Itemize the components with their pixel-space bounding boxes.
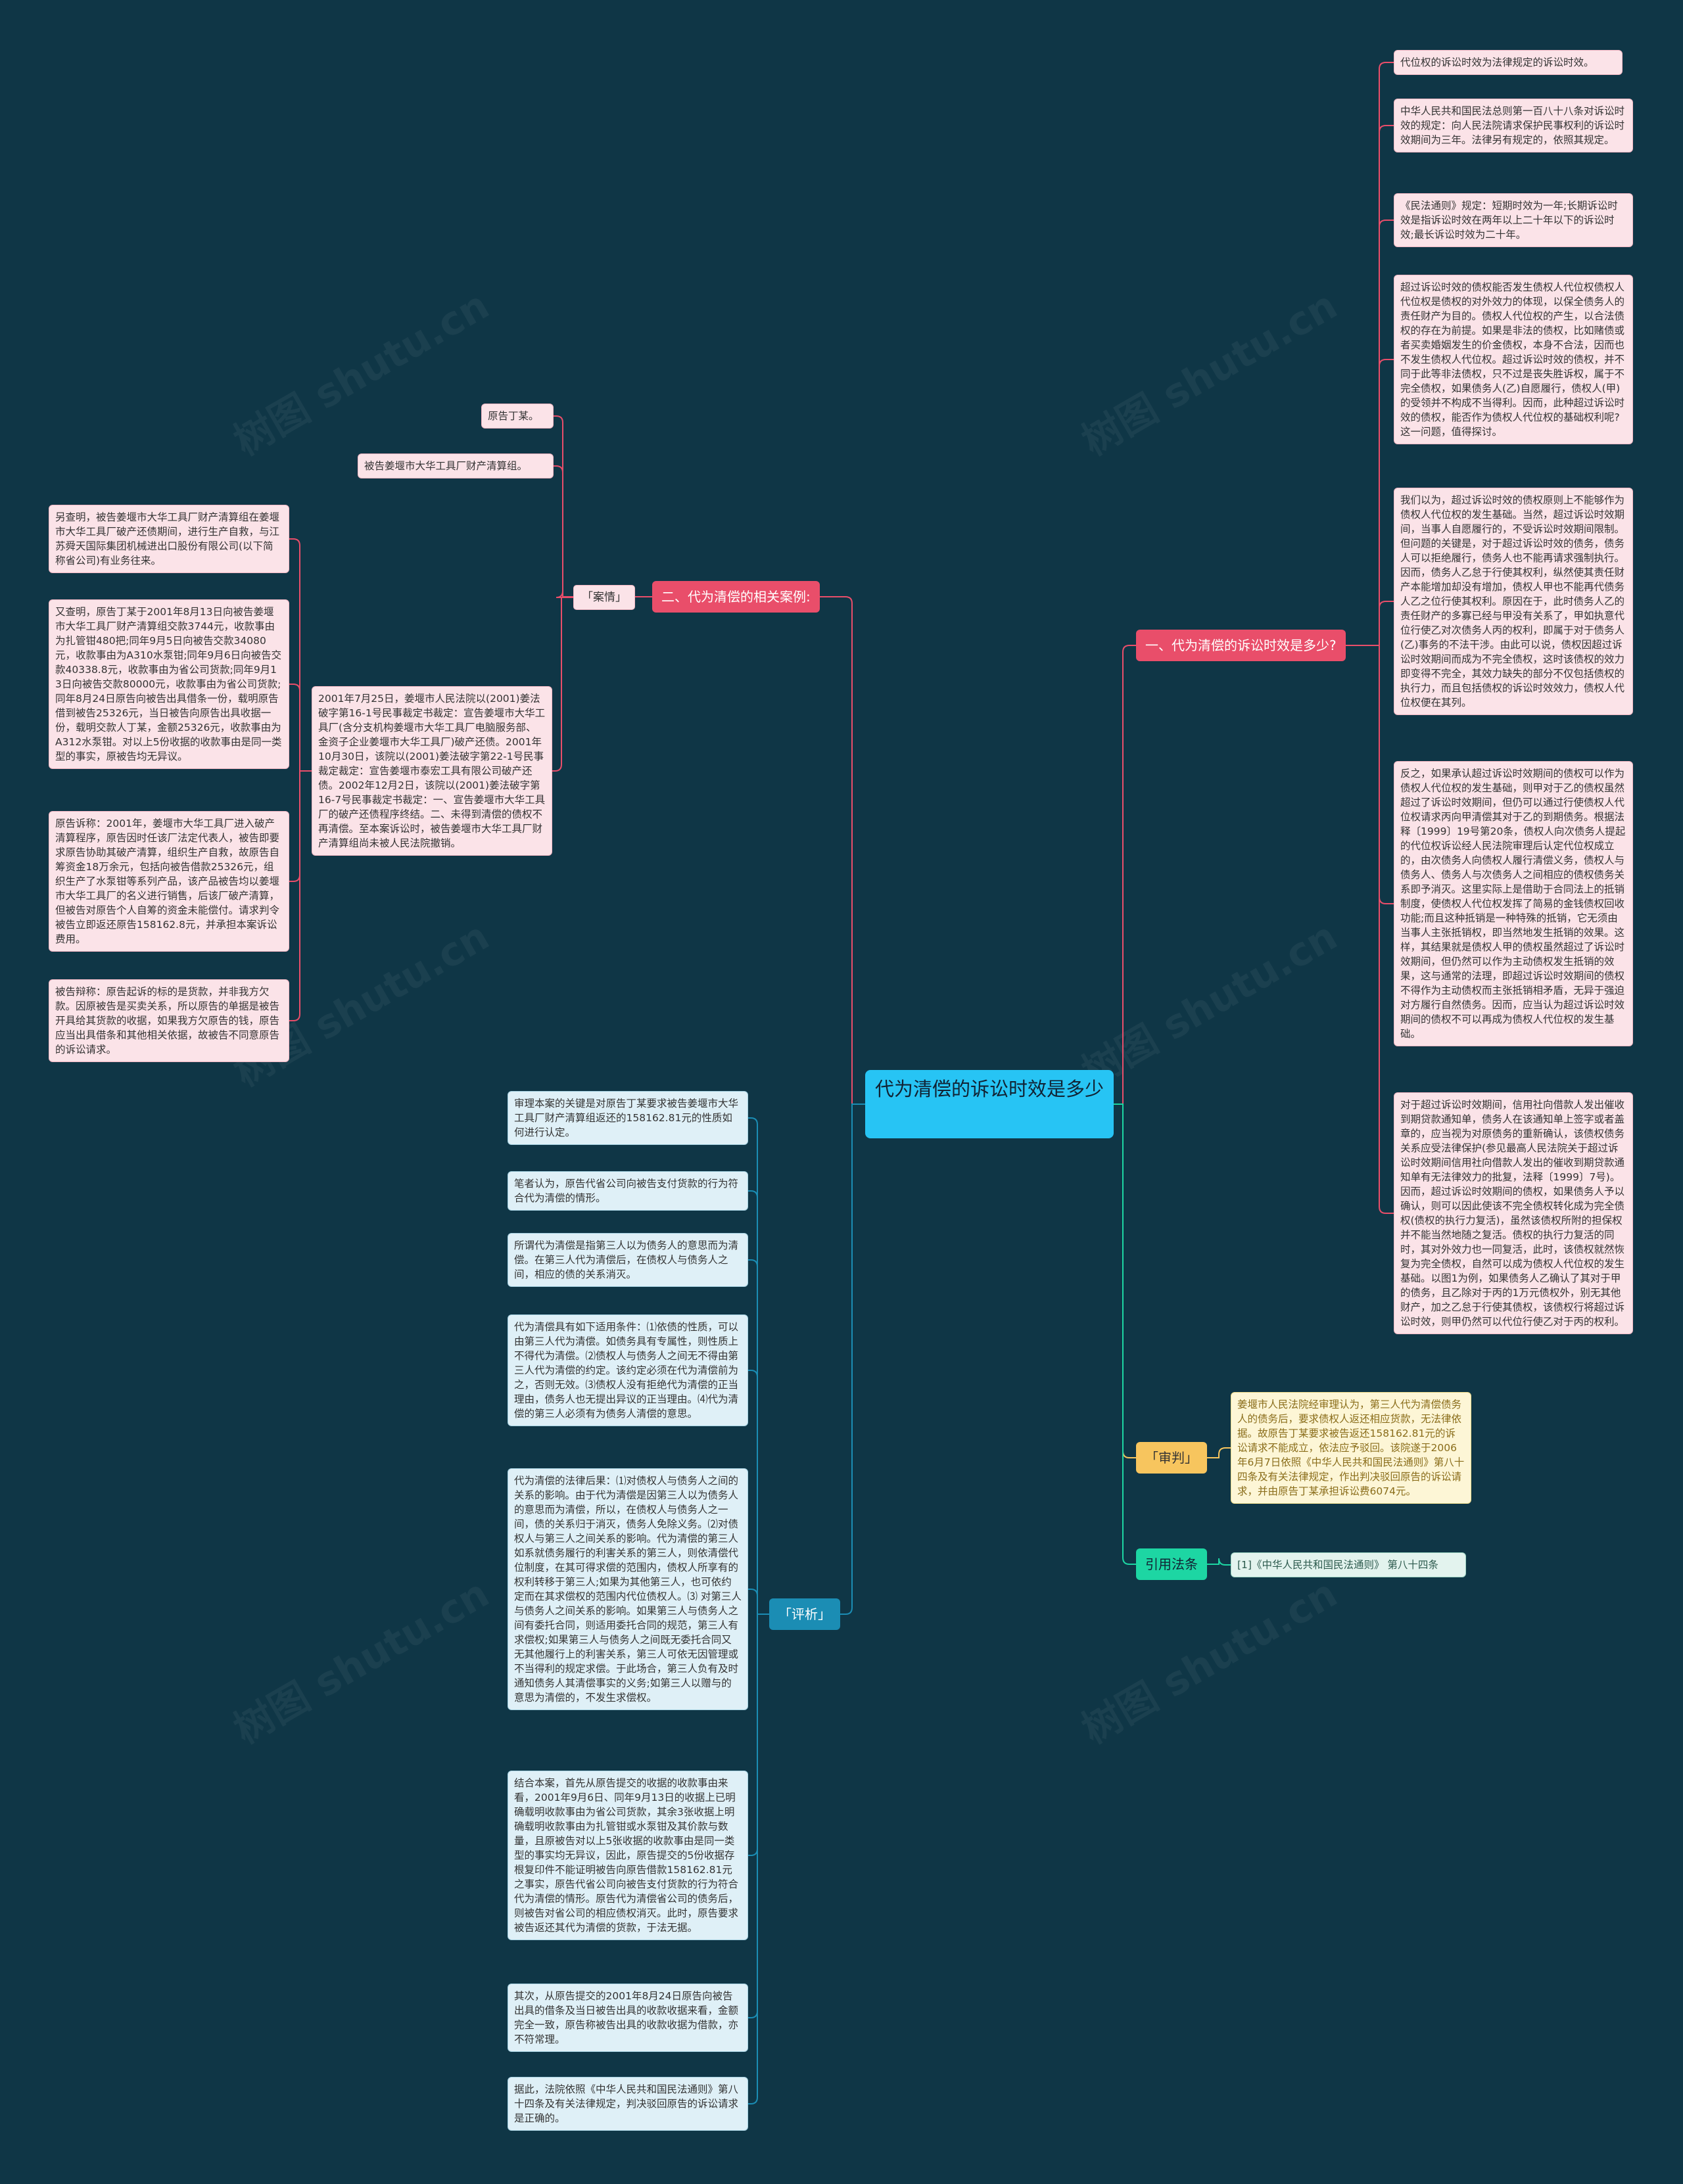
connector-line	[1114, 645, 1136, 1105]
branch-judgement[interactable]: 「审判」	[1136, 1442, 1207, 1474]
branch-analysis[interactable]: 「评析」	[769, 1598, 840, 1630]
note-card[interactable]: 我们以为，超过诉讼时效的债权原则上不能够作为债权人代位权的发生基础。当然，超过诉…	[1394, 488, 1633, 715]
connector-line	[820, 596, 865, 1105]
connector-line	[289, 684, 312, 772]
branch-related-cases[interactable]: 二、代为清偿的相关案例:	[652, 581, 820, 613]
note-card[interactable]: 超过诉讼时效的债权能否发生债权人代位权债权人代位权是债权的对外效力的体现，以保全…	[1394, 275, 1633, 444]
connector-line	[748, 1614, 769, 2104]
central-topic[interactable]: 代为清偿的诉讼时效是多少	[865, 1070, 1114, 1138]
case-detail-card[interactable]: 被告辩称：原告起诉的标的是货款，并非我方欠款。因原被告是买卖关系，所以原告的单据…	[49, 979, 289, 1062]
case-detail-card[interactable]: 另查明，被告姜堰市大华工具厂财产清算组在姜堰市大华工具厂破产还债期间，进行生产自…	[49, 505, 289, 573]
analysis-card[interactable]: 笔者认为，原告代省公司向被告支付货款的行为符合代为清偿的情形。	[508, 1171, 748, 1211]
connector-line	[1207, 1558, 1231, 1566]
case-main-card[interactable]: 2001年7月25日，姜堰市人民法院以(2001)姜法破字第16-1号民事裁定书…	[312, 686, 552, 856]
party-card[interactable]: 原告丁某。	[481, 404, 554, 429]
note-card[interactable]: 对于超过诉讼时效期间，信用社向借款人发出催收到期贷款通知单，债务人在该通知单上签…	[1394, 1092, 1633, 1334]
connector-line	[748, 1190, 769, 1615]
connector-line	[1346, 645, 1394, 1214]
connector-line	[552, 597, 573, 772]
analysis-card[interactable]: 审理本案的关键是对原告丁某要求被告姜堰市大华工具厂财产清算组返还的158162.…	[508, 1091, 748, 1145]
connector-line	[554, 415, 652, 597]
note-card[interactable]: 反之，如果承认超过诉讼时效期间的债权可以作为债权人代位权的发生基础，则甲对于乙的…	[1394, 761, 1633, 1046]
connector-line	[748, 1614, 769, 2018]
connector-line	[840, 1104, 865, 1615]
connector-line	[748, 1117, 769, 1615]
connector-line	[1114, 1104, 1136, 1565]
connector-line	[748, 1614, 769, 1856]
case-detail-card[interactable]: 原告诉称：2001年，姜堰市大华工具厂进入破产清算程序，原告因时任该厂法定代表人…	[49, 811, 289, 952]
connector-line	[1346, 601, 1394, 646]
connector-line	[1346, 359, 1394, 646]
note-card[interactable]: 代位权的诉讼时效为法律规定的诉讼时效。	[1394, 50, 1623, 75]
connector-line	[554, 465, 652, 597]
analysis-card[interactable]: 所谓代为清偿是指第三人以为债务人的意思而为清偿。在第三人代为清偿后，在债权人与债…	[508, 1233, 748, 1287]
case-detail-card[interactable]: 又查明，原告丁某于2001年8月13日向被告姜堰市大华工具厂财产清算组交款374…	[49, 599, 289, 769]
law-card[interactable]: [1]《中华人民共和国民法通则》 第八十四条	[1231, 1552, 1466, 1577]
connector-line	[556, 590, 652, 598]
note-card[interactable]: 中华人民共和国民法总则第一百八十八条对诉讼时效的规定：向人民法院请求保护民事权利…	[1394, 99, 1633, 152]
analysis-card[interactable]: 其次，从原告提交的2001年8月24日原告向被告出具的借条及当日被告出具的收款收…	[508, 1984, 748, 2052]
connector-line	[289, 770, 312, 1021]
branch-statute-of-limitations[interactable]: 一、代为清偿的诉讼时效是多少?	[1136, 630, 1346, 661]
connector-line	[748, 1589, 769, 1615]
connector-line	[1346, 645, 1394, 904]
connector-line	[1346, 220, 1394, 646]
analysis-card[interactable]: 结合本案，首先从原告提交的收据的收款事由来看，2001年9月6日、同年9月13日…	[508, 1771, 748, 1940]
connector-line	[748, 1370, 769, 1615]
connector-line	[1114, 1104, 1136, 1458]
connector-line	[1207, 1447, 1231, 1458]
connector-line	[289, 538, 312, 772]
connector-line	[748, 1259, 769, 1615]
connector-line	[1346, 125, 1394, 646]
party-card[interactable]: 被告姜堰市大华工具厂财产清算组。	[358, 453, 554, 478]
analysis-card[interactable]: 代为清偿具有如下适用条件：⑴依债的性质，可以由第三人代为清偿。如债务具有专属性，…	[508, 1314, 748, 1426]
analysis-card[interactable]: 代为清偿的法律后果：⑴对债权人与债务人之间的关系的影响。由于代为清偿是因第三人以…	[508, 1468, 748, 1710]
analysis-card[interactable]: 据此，法院依照《中华人民共和国民法通则》第八十四条及有关法律规定，判决驳回原告的…	[508, 2077, 748, 2131]
judgement-card[interactable]: 姜堰市人民法院经审理认为，第三人代为清偿债务人的债务后，要求债权人返还相应货款，…	[1231, 1392, 1471, 1504]
connector-line	[1346, 62, 1394, 646]
case-facts-tag[interactable]: 「案情」	[573, 585, 635, 610]
branch-cited-law[interactable]: 引用法条	[1136, 1548, 1207, 1580]
note-card[interactable]: 《民法通则》规定：短期时效为一年;长期诉讼时效是指诉讼时效在两年以上二十年以下的…	[1394, 193, 1633, 247]
